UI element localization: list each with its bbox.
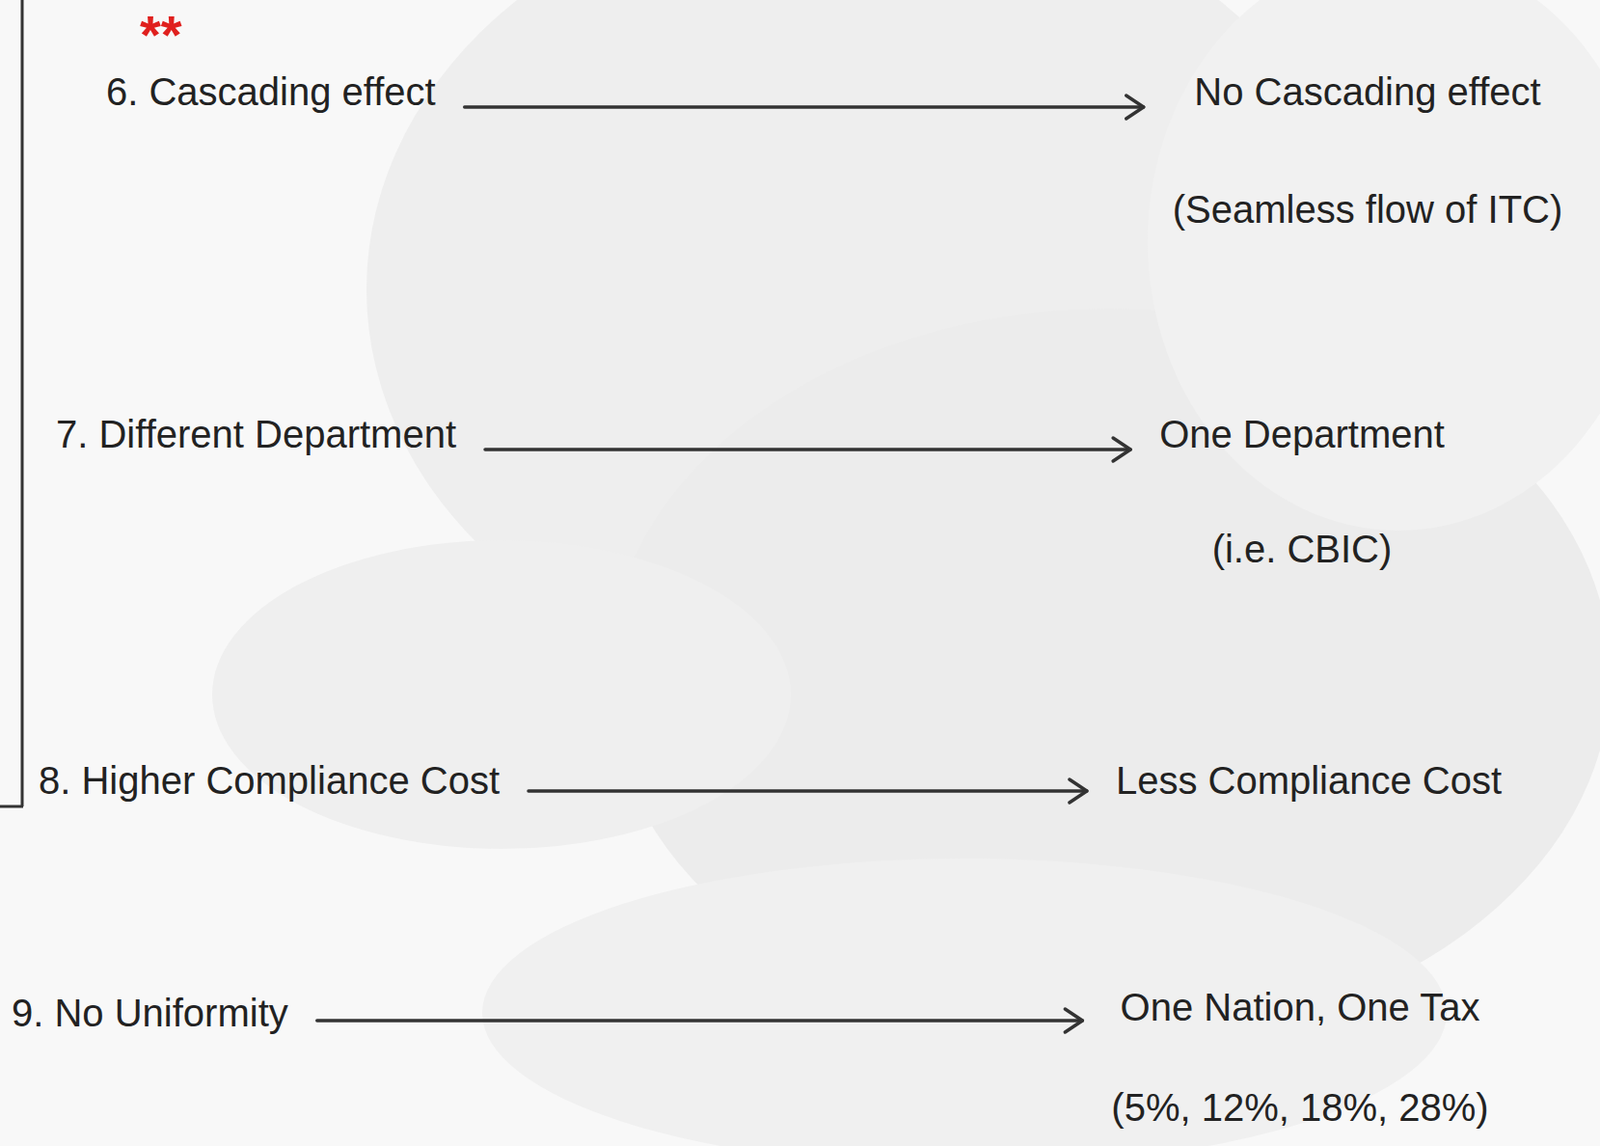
- node-text: 7. Different Department: [55, 410, 457, 458]
- arrow-line: [464, 105, 1144, 109]
- node-text: One Nation, One Tax: [1111, 983, 1489, 1031]
- node-text: One Department: [1159, 410, 1445, 458]
- node-text: 6. Cascading effect: [106, 68, 436, 115]
- text-node: 6. Cascading effect: [106, 68, 436, 115]
- text-node: 8. Higher Compliance Cost: [38, 757, 500, 804]
- node-subtext: (5%, 12%, 18%, 28%): [1111, 1084, 1489, 1131]
- arrow-head: [1112, 437, 1131, 462]
- arrow-connector: [528, 779, 1087, 803]
- node-text: 9. No Uniformity: [11, 989, 289, 1036]
- node-text: 8. Higher Compliance Cost: [38, 757, 500, 804]
- star-mark: **: [139, 5, 183, 64]
- text-node: 9. No Uniformity: [11, 989, 289, 1036]
- text-node: One Department (i.e. CBIC): [1159, 410, 1445, 572]
- node-subtext: (Seamless flow of ITC): [1172, 186, 1564, 233]
- bracket-line: [0, 805, 24, 809]
- arrow-line: [485, 447, 1131, 452]
- text-node: Less Compliance Cost: [1115, 757, 1502, 804]
- text-node: No Cascading effect (Seamless flow of ITC…: [1172, 68, 1564, 233]
- faded-figure: [1147, 0, 1600, 531]
- arrow-head: [1064, 1008, 1083, 1032]
- text-node: 7. Different Department: [55, 410, 457, 458]
- arrow-connector: [317, 1008, 1084, 1032]
- arrow-head: [1126, 95, 1144, 119]
- arrow-connector: [485, 437, 1131, 462]
- arrow-line: [528, 788, 1087, 793]
- arrow-head: [1069, 779, 1087, 803]
- node-text: Less Compliance Cost: [1115, 757, 1502, 804]
- arrow-connector: [464, 95, 1144, 119]
- node-text: No Cascading effect: [1172, 68, 1564, 115]
- node-subtext: (i.e. CBIC): [1159, 525, 1445, 572]
- arrow-line: [317, 1018, 1084, 1023]
- text-node: One Nation, One Tax (5%, 12%, 18%, 28%): [1111, 983, 1489, 1131]
- faded-hand: [212, 540, 791, 849]
- bracket-line: [21, 0, 25, 807]
